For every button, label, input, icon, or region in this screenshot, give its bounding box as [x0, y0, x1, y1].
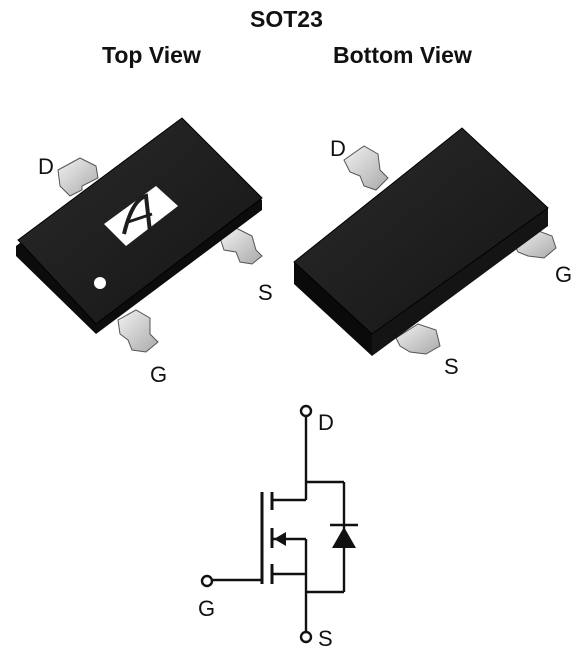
bottom-view-lead-s [395, 323, 441, 355]
pin1-dot-icon [94, 277, 106, 289]
bottom-view-label: Bottom View [333, 42, 472, 68]
top-view-pin-g-label: G [150, 362, 168, 387]
package-title: SOT23 [250, 6, 323, 32]
bottom-view-pin-g-label: G [555, 262, 573, 287]
bottom-view-package [293, 127, 557, 356]
gate-terminal [200, 574, 214, 588]
bottom-view-pin-d-label: D [330, 136, 346, 161]
top-view-pin-s-label: S [258, 280, 273, 305]
source-terminal [299, 630, 313, 644]
bottom-view-lead-d [343, 145, 389, 191]
top-view-pin-d-label: D [38, 154, 54, 179]
top-view-lead-d [57, 157, 99, 197]
body-diode-icon [330, 523, 358, 548]
bottom-view-pin-s-label: S [444, 354, 459, 379]
top-view-label: Top View [102, 42, 201, 68]
schematic-pin-d-label: D [318, 410, 334, 435]
mosfet-schematic [200, 404, 358, 644]
drain-terminal [299, 404, 313, 418]
top-view-lead-g [117, 309, 159, 353]
aos-logo-icon [104, 186, 178, 246]
schematic-pin-s-label: S [318, 626, 333, 651]
top-view-lead-s [219, 227, 263, 265]
schematic-pin-g-label: G [198, 596, 216, 621]
top-view-package [16, 117, 263, 353]
